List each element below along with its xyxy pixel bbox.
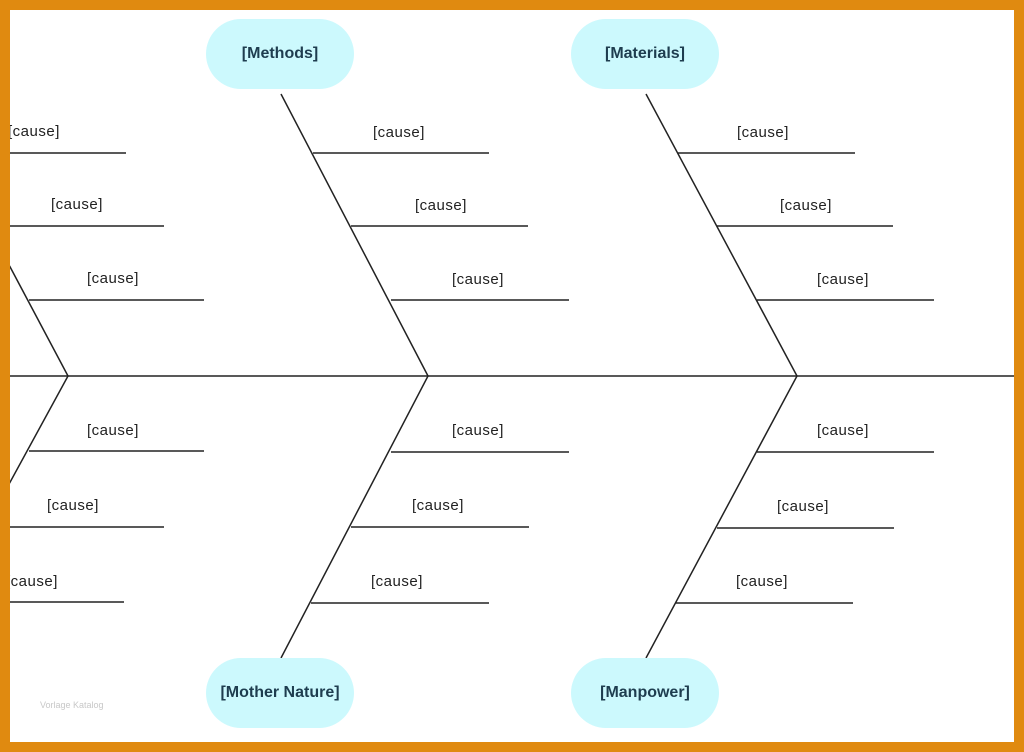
- cause-label: [cause]: [10, 123, 60, 140]
- cause-label: [cause]: [87, 422, 139, 439]
- cause-label: [cause]: [373, 124, 425, 141]
- cause-label: [cause]: [371, 573, 423, 590]
- category-mother-nature: [Mother Nature]: [206, 658, 354, 728]
- bone-left-top: [10, 265, 69, 377]
- bone-left-bottom: [10, 375, 69, 484]
- category-methods: [Methods]: [206, 19, 354, 89]
- cause-label: [cause]: [736, 573, 788, 590]
- category-materials: [Materials]: [571, 19, 719, 89]
- bone-mother-nature: [280, 375, 429, 659]
- cause-label: [cause]: [47, 497, 99, 514]
- bone-methods: [280, 93, 429, 377]
- fishbone-diagram: [Methods] [Materials] [Mother Nature] [M…: [10, 10, 1014, 742]
- cause-label: [cause]: [412, 497, 464, 514]
- bone-manpower: [645, 375, 798, 659]
- bone-materials: [645, 93, 798, 377]
- cause-label: [cause]: [777, 498, 829, 515]
- cause-label: [cause]: [780, 197, 832, 214]
- cause-label: [cause]: [452, 271, 504, 288]
- cause-label: [cause]: [817, 422, 869, 439]
- cause-label: [cause]: [87, 270, 139, 287]
- cause-label: [cause]: [817, 271, 869, 288]
- cause-label: [cause]: [51, 196, 103, 213]
- cause-label: [cause]: [737, 124, 789, 141]
- cause-label: [cause]: [452, 422, 504, 439]
- diagram-lines: [10, 93, 1014, 659]
- category-manpower: [Manpower]: [571, 658, 719, 728]
- watermark: Vorlage Katalog: [40, 700, 104, 710]
- cause-label: [cause]: [415, 197, 467, 214]
- cause-label: [cause]: [10, 573, 58, 590]
